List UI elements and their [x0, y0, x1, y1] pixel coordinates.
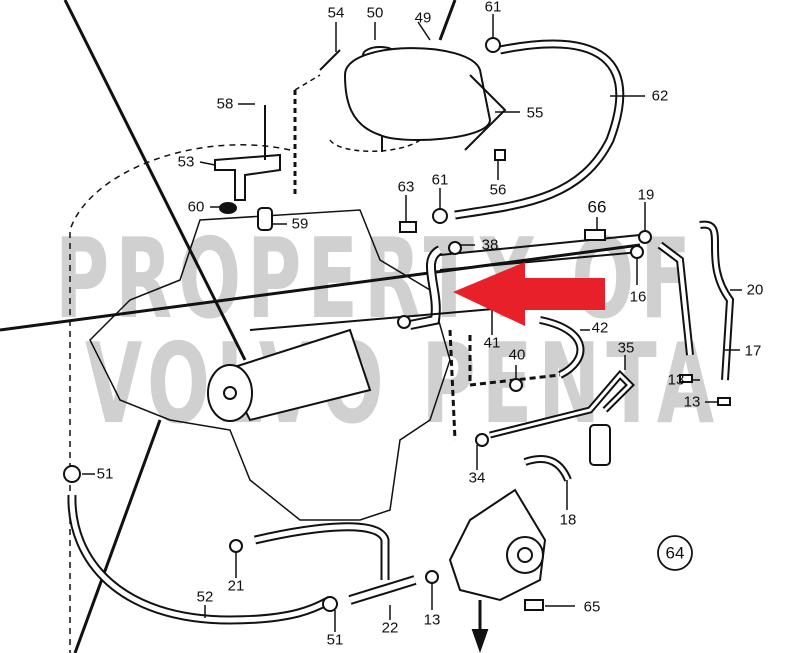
- part-label-61b: 61: [431, 171, 449, 189]
- part-label-60: 60: [187, 198, 205, 216]
- part-label-61: 61: [484, 0, 502, 16]
- part-label-65: 65: [583, 598, 601, 616]
- part-label-51b: 51: [326, 631, 344, 649]
- part-label-52: 52: [196, 588, 214, 606]
- part-label-58: 58: [216, 95, 234, 113]
- part-label-17: 17: [744, 342, 762, 360]
- part-label-13b: 13: [683, 393, 701, 411]
- red-arrow: [453, 262, 605, 326]
- part-label-55: 55: [526, 104, 544, 122]
- pointer-line: [63, 0, 247, 361]
- part-label-53: 53: [177, 153, 195, 171]
- part-label-21: 21: [227, 577, 245, 595]
- part-label-13c: 13: [423, 611, 441, 629]
- part-label-49: 49: [414, 9, 432, 27]
- pointer-line: [0, 243, 641, 332]
- part-label-66: 66: [587, 197, 607, 217]
- part-label-16: 16: [629, 288, 647, 306]
- part-label-59: 59: [291, 215, 309, 233]
- part-label-42: 42: [591, 319, 609, 337]
- part-label-41: 41: [483, 334, 501, 352]
- part-label-19: 19: [637, 186, 655, 204]
- part-label-63: 63: [397, 178, 415, 196]
- part-label-54: 54: [327, 4, 345, 22]
- part-label-13a: 13: [667, 371, 685, 389]
- part-label-35: 35: [617, 339, 635, 357]
- figure-number: 64: [665, 543, 685, 563]
- part-label-34: 34: [468, 469, 486, 487]
- part-label-50: 50: [366, 4, 384, 22]
- part-label-38: 38: [481, 236, 499, 254]
- part-label-20: 20: [746, 281, 764, 299]
- part-label-18: 18: [559, 511, 577, 529]
- part-label-56: 56: [489, 181, 507, 199]
- part-label-62: 62: [651, 87, 669, 105]
- part-label-22: 22: [381, 619, 399, 637]
- part-label-51a: 51: [96, 465, 114, 483]
- part-label-40: 40: [508, 346, 526, 364]
